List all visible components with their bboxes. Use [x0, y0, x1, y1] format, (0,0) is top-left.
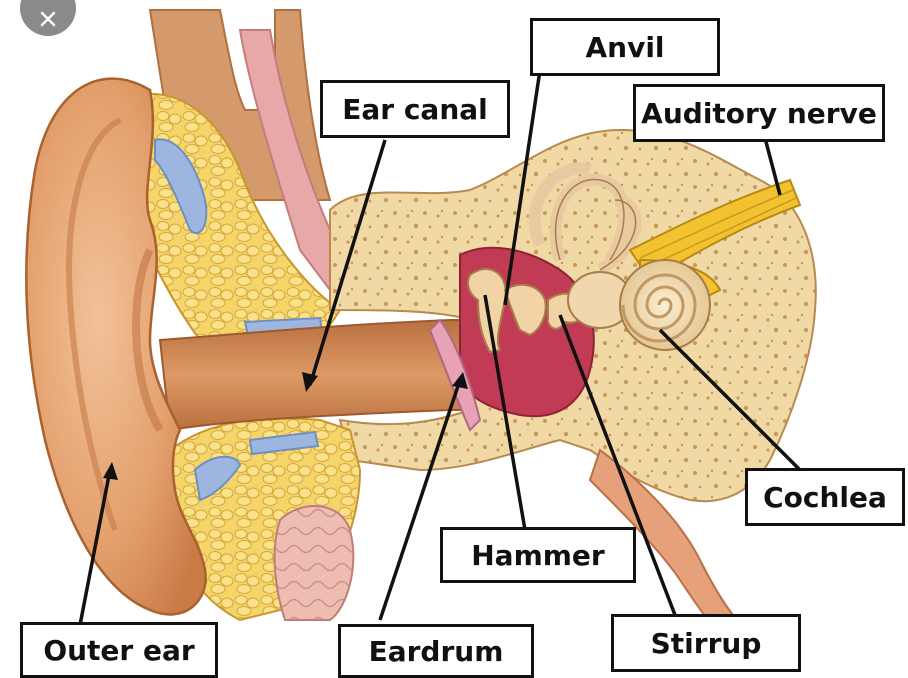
- label-cochlea: Cochlea: [745, 468, 905, 526]
- pointer-eardrum: [380, 380, 460, 620]
- close-icon: [39, 10, 57, 28]
- label-outer-ear: Outer ear: [20, 622, 218, 678]
- label-anvil: Anvil: [530, 18, 720, 76]
- label-auditory-nerve: Auditory nerve: [633, 84, 885, 142]
- label-eardrum: Eardrum: [338, 624, 534, 678]
- parotid-gland: [275, 506, 354, 620]
- label-hammer: Hammer: [440, 527, 636, 583]
- ear-canal-tube: [160, 320, 470, 430]
- label-ear-canal: Ear canal: [320, 80, 510, 138]
- label-stirrup: Stirrup: [611, 614, 801, 672]
